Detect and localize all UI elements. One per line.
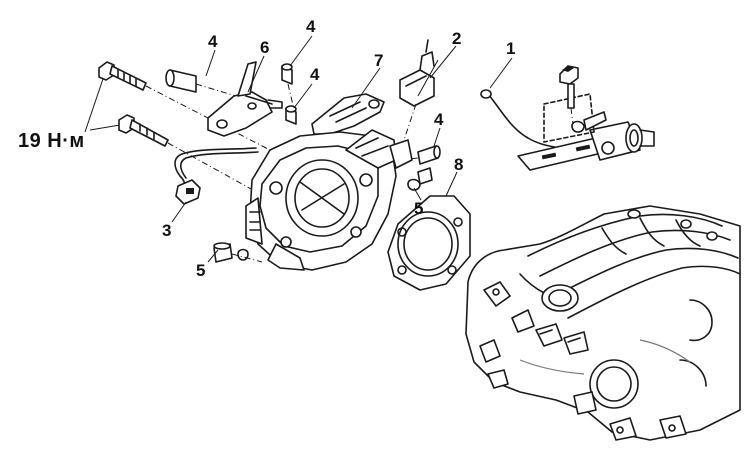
part-5-cap-lower [213,242,263,263]
callout-4-top: 4 [306,17,316,36]
callout-5-lower: 5 [196,261,206,280]
part-1-sensor-assembly [480,89,655,171]
part-1-screw [559,65,579,125]
part-7-cover [311,93,385,135]
callout-4-left: 4 [208,32,218,51]
callout-6: 6 [260,38,270,57]
torque-spec-label: 19 Н·м [18,130,85,152]
throttle-body [245,129,413,271]
callout-3: 3 [162,221,172,240]
callout-4-mid: 4 [310,65,320,84]
part-3-connector-harness [174,147,259,205]
callout-4-right: 4 [434,110,444,129]
callout-8: 8 [454,155,464,174]
bolt-lower [118,114,263,196]
part-5-clip-right [407,167,433,191]
callout-5-right: 5 [414,199,424,218]
part-4-pin-left [165,69,237,97]
intake-manifold [465,205,741,441]
part-4-pin-mid [285,105,297,125]
part-2-sensor [399,39,439,141]
part-8-gasket [387,195,471,291]
part-1-clip [571,111,607,133]
callout-leaders [171,35,513,263]
callout-2: 2 [452,29,462,48]
callout-7: 7 [374,51,384,70]
part-6-bracket [207,61,283,137]
callout-1: 1 [506,39,516,58]
